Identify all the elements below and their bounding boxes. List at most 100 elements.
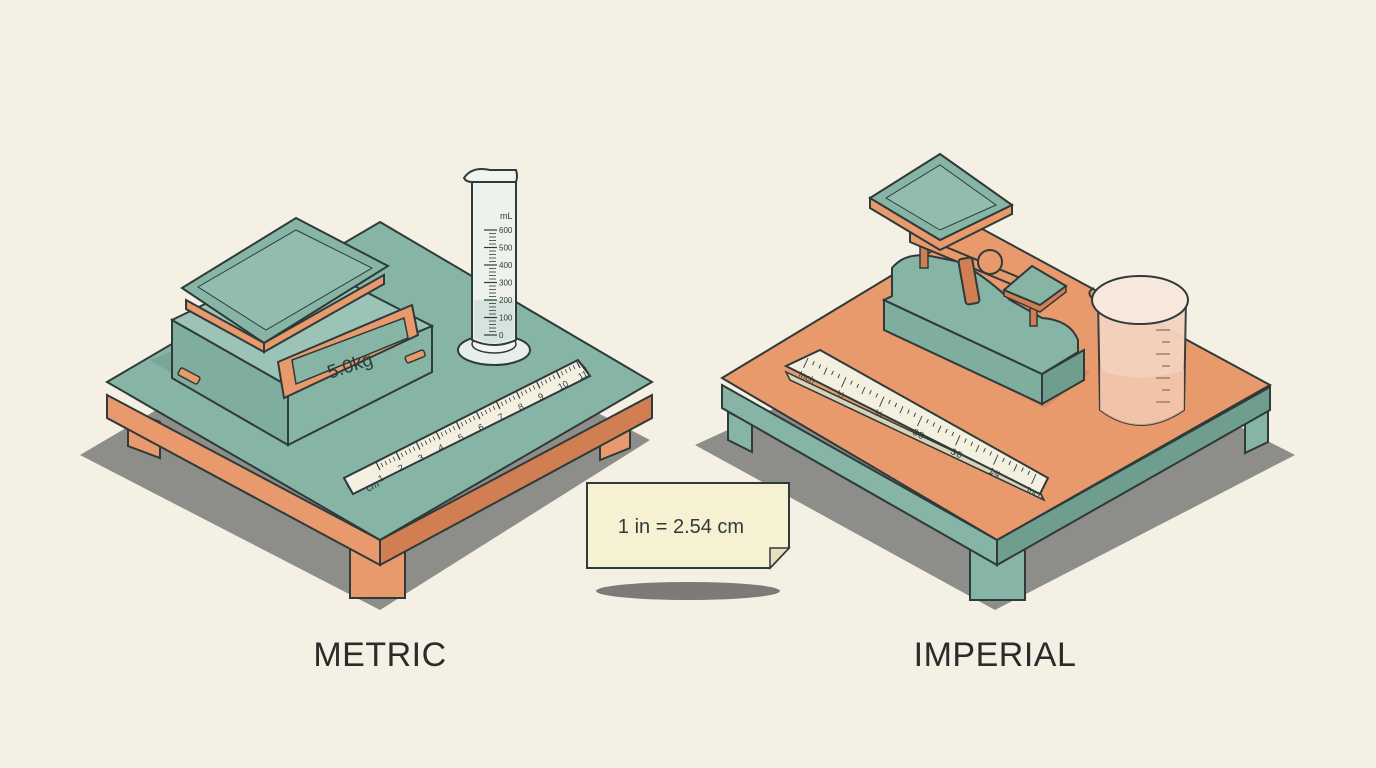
imperial-ruler-tick (850, 380, 853, 385)
metric-ruler-number: 11 (576, 369, 589, 382)
scale-platform-inner (197, 229, 374, 331)
metric-ruler-number: 10 (556, 379, 569, 392)
balance-scale (868, 152, 1090, 408)
metric-ruler-minor-tick (512, 395, 516, 400)
metric-ruler-minor-tick (544, 379, 548, 384)
metric-ruler-number: 7 (496, 411, 505, 422)
conversion-note-text: 1 in = 2.54 cm (618, 516, 744, 538)
beaker-spout (1088, 287, 1095, 299)
metric-ruler-minor-tick (408, 448, 412, 453)
metric-label: METRIC (313, 636, 447, 674)
imperial-ruler-tick (841, 377, 847, 388)
cylinder-tick-label: 0 (499, 331, 504, 340)
metric-ruler-minor-tick (524, 389, 528, 394)
imperial-ruler-tick (888, 399, 891, 405)
metric-ruler-major-tick (475, 410, 481, 420)
imperial-ruler-tick (917, 415, 923, 427)
metric-ruler-number: 8 (516, 401, 525, 412)
metric-ruler-major-tick (575, 359, 581, 369)
metric-ruler-number: 9 (536, 391, 545, 402)
imperial-ruler-tick (951, 431, 955, 437)
metric-ruler-unit: cm (364, 479, 381, 495)
metric-ruler-major-tick (455, 420, 461, 430)
imperial-ruler-tick (823, 367, 828, 375)
metric-ruler-minor-tick (508, 397, 512, 402)
metric-ruler-top (342, 358, 592, 496)
cylinder-tick-label: 300 (499, 279, 513, 288)
imperial-ruler-tick (879, 396, 885, 407)
imperial-ruler-tick (937, 425, 942, 433)
metric-ruler-major-tick (495, 400, 501, 410)
metric-ruler-minor-tick (424, 440, 428, 445)
metric-ruler-minor-tick (560, 370, 564, 376)
imperial-ruler-label: ½ (835, 388, 847, 401)
cylinder-tick-label: 200 (499, 296, 513, 305)
metric-ruler-minor-tick (532, 385, 536, 390)
metric-ruler-minor-tick (564, 368, 568, 374)
beaker-rim (1091, 275, 1189, 325)
imperial-ruler-tick (993, 454, 999, 465)
metric-ruler-minor-tick (400, 452, 404, 457)
metric-ruler-minor-tick (572, 364, 576, 370)
metric-ruler-minor-tick (432, 436, 436, 441)
imperial-ruler-tick (945, 428, 948, 434)
metric-ruler-major-tick (375, 461, 381, 471)
imperial-ruler-tick (837, 373, 841, 379)
imperial-ruler-tick (983, 448, 986, 453)
metric-table-side-right (379, 393, 653, 567)
cylinder-liquid (474, 300, 514, 343)
imperial-ruler-tick (869, 390, 872, 395)
imperial-ruler-tick (1021, 467, 1024, 472)
metric-ruler-minor-tick (484, 409, 488, 415)
balance-pivot (977, 249, 1003, 275)
beaker-tick-group (1156, 329, 1170, 403)
imperial-ruler-tick (975, 444, 980, 453)
imperial-ruler-tick (1013, 464, 1018, 472)
cylinder-tick-label: 400 (499, 261, 513, 270)
cylinder-tick-label: 100 (499, 314, 513, 323)
balance-pointer (957, 256, 981, 306)
metric-ruler-major-tick (415, 441, 421, 450)
imperial-ruler-tick (1027, 470, 1031, 475)
metric-ruler-minor-tick (468, 417, 472, 423)
metric-ruler-minor-tick (412, 446, 416, 451)
metric-ruler-minor-tick (440, 432, 444, 437)
metric-ruler-number: 5 (456, 432, 465, 443)
imperial-ruler-tick (1031, 473, 1037, 485)
metric-ruler-minor-tick (384, 460, 388, 466)
scale-platform-band-side (263, 273, 385, 354)
digital-scale: 5.0kg (150, 216, 435, 447)
imperial-ruler-tick (907, 409, 910, 414)
metric-ruler-number: 1 (376, 473, 385, 484)
metric-ruler-minor-tick (472, 415, 476, 421)
metric-ruler-major-tick (555, 369, 561, 379)
metric-ruler-minor-tick (548, 377, 552, 382)
imperial-ruler-tick (1002, 457, 1005, 463)
imperial-ruler-tick (964, 438, 967, 443)
metric-ruler-major-tick (535, 380, 541, 389)
metric-ruler-number: 4 (436, 442, 445, 453)
metric-ruler-minor-tick (420, 442, 424, 447)
conversion-note: 1 in = 2.54 cm (586, 482, 791, 600)
beaker (1088, 275, 1189, 426)
metric-ruler-minor-tick (480, 411, 484, 417)
imperial-ruler-tick (1008, 460, 1012, 466)
metric-ruler-minor-tick (404, 450, 408, 455)
imperial-ruler-tick (932, 422, 936, 427)
balance-pan-small (1002, 264, 1068, 307)
balance-body (881, 254, 1079, 376)
metric-ruler-minor-tick (428, 438, 432, 443)
cylinder-tick-label: 600 (499, 226, 513, 235)
conversion-note-shadow (596, 582, 780, 600)
metric-ruler-minor-tick (504, 399, 508, 404)
beaker-liquid (1100, 370, 1184, 425)
imperial-ruler-tick (899, 406, 904, 414)
metric-ruler-minor-tick (500, 401, 504, 406)
scale-button-left (177, 367, 201, 385)
